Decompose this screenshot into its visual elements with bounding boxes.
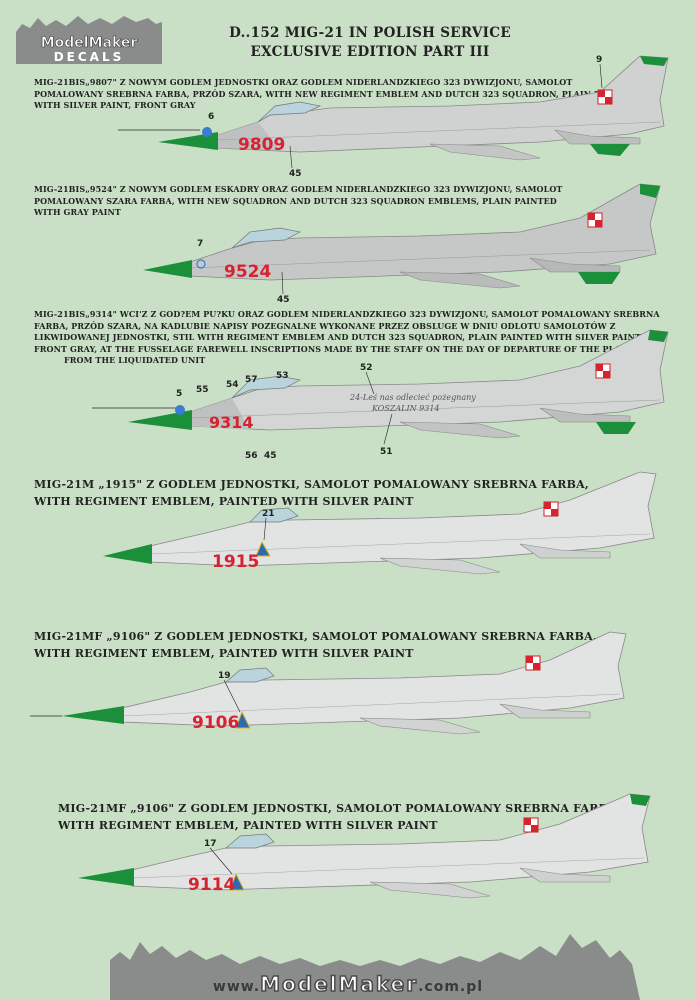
caption-1: MIG-21BIS„9807" Z NOWYM GODLEM JEDNOSTKI… — [34, 77, 674, 112]
regiment-emblem — [202, 127, 212, 137]
polish-checkerboard-insignia — [597, 89, 613, 105]
title-line-2: EXCLUSIVE EDITION PART III — [250, 44, 490, 60]
website-url[interactable]: www.ModelMaker.com.pl — [0, 971, 696, 997]
url-brand: ModelMaker — [259, 971, 419, 997]
caption-6-line: MIG-21MF „9106" Z GODLEM JEDNOSTKI, SAMO… — [58, 802, 621, 815]
nose-cone — [78, 868, 134, 886]
nose-cone — [143, 260, 192, 278]
callout-6: 6 — [208, 112, 214, 122]
serial-number: 9314 — [209, 413, 254, 432]
polish-checkerboard-insignia — [595, 363, 611, 379]
caption-4-line: MIG-21M „1915" Z GODLEM JEDNOSTKI, SAMOL… — [34, 478, 589, 491]
logo-line1: ModelMaker — [41, 35, 138, 51]
caption-6: MIG-21MF „9106" Z GODLEM JEDNOSTKI, SAMO… — [58, 800, 678, 834]
url-prefix: www. — [212, 979, 261, 995]
callout-45: 45 — [277, 295, 290, 305]
caption-2: MIG-21BIS„9524" Z NOWYM GODLEM ESKADRY O… — [34, 184, 674, 219]
fin-tip — [648, 330, 668, 342]
callout-56: 56 — [245, 451, 258, 461]
serial-number: 9524 — [224, 262, 271, 282]
nose-cone — [128, 410, 192, 430]
callout-51: 51 — [380, 447, 393, 457]
serial-number: 9106 — [192, 713, 239, 733]
caption-3-line: FROM THE LIQUIDATED UNIT — [64, 355, 206, 365]
callout-45: 45 — [264, 451, 277, 461]
fuselage — [121, 631, 627, 735]
caption-1-line: WITH SILVER PAINT, FRONT GRAY — [34, 100, 196, 110]
caption-6-line: WITH REGIMENT EMBLEM, PAINTED WITH SILVE… — [58, 819, 438, 832]
caption-3-line: FARBA, PRZÓD SZARA, NA KADLUBIE NAPISY P… — [34, 320, 616, 331]
ventral-fin — [596, 422, 636, 434]
title-line-1: D..152 MIG-21 IN POLISH SERVICE — [229, 25, 511, 41]
modelmaker-logo: ModelMaker DECALS — [16, 16, 162, 64]
callout-7: 7 — [197, 239, 203, 249]
aircraft-profile-9314: 9314 24-Leś nas odlecieć pożegnany KOSZA… — [92, 329, 669, 461]
regiment-emblem — [255, 540, 271, 557]
caption-2-line: POMALOWANY SZARA FARBA, WITH NEW SQUADRO… — [34, 195, 557, 206]
caption-4: MIG-21M „1915" Z GODLEM JEDNOSTKI, SAMOL… — [34, 476, 674, 510]
fin-tip — [640, 184, 660, 198]
polish-checkerboard-insignia — [523, 817, 539, 833]
callout-5: 5 — [176, 389, 182, 399]
serial-number: 1915 — [212, 552, 259, 572]
caption-5: MIG-21MF „9106" Z GODLEM JEDNOSTKI, SAMO… — [34, 628, 674, 662]
callout-21: 21 — [262, 509, 275, 519]
ventral-fin — [590, 144, 630, 156]
sheet-title: D..152 MIG-21 IN POLISH SERVICE EXCLUSIV… — [190, 24, 550, 62]
squadron-emblem — [196, 259, 206, 269]
callout-45: 45 — [289, 169, 302, 179]
caption-2-line: MIG-21BIS„9524" Z NOWYM GODLEM ESKADRY O… — [34, 184, 563, 194]
ventral-fin — [578, 272, 620, 284]
caption-5-line: WITH REGIMENT EMBLEM, PAINTED WITH SILVE… — [34, 647, 414, 660]
logo-line2: DECALS — [54, 50, 125, 64]
callout-52: 52 — [360, 363, 373, 373]
nose-cone — [158, 132, 218, 150]
polish-checkerboard-insignia — [587, 212, 603, 228]
fuselage — [189, 329, 669, 439]
regiment-emblem — [235, 710, 251, 729]
caption-1-line: POMALOWANY SREBRNA FARBA, PRZÓD SZARA, W… — [34, 88, 637, 99]
serial-number: 9114 — [188, 875, 235, 895]
regiment-emblem — [175, 405, 185, 415]
aircraft-profile-9809: 9809 9 6 45 — [118, 55, 669, 179]
caption-3: MIG-21BIS„9314" WCI'Z Z GOD?EM PU?KU ORA… — [34, 309, 680, 367]
aircraft-profile-9524: 9524 7 45 — [143, 183, 661, 305]
callout-17: 17 — [204, 839, 217, 849]
nose-cone — [103, 544, 152, 564]
caption-2-line: WITH GRAY PAINT — [34, 207, 121, 217]
caption-4-line: WITH REGIMENT EMBLEM, PAINTED WITH SILVE… — [34, 495, 414, 508]
fuselage — [149, 471, 657, 575]
aircraft-profile-1915: 1915 21 — [103, 471, 657, 575]
fuselage — [214, 55, 669, 161]
footer-skyline — [110, 934, 640, 1000]
regiment-emblem — [229, 872, 245, 891]
url-suffix: .com.pl — [418, 979, 484, 995]
caption-3-line: MIG-21BIS„9314" WCI'Z Z GOD?EM PU?KU ORA… — [34, 309, 660, 319]
farewell-inscription: 24-Leś nas odlecieć pożegnany — [349, 393, 476, 402]
nose-cone — [62, 706, 124, 724]
serial-number: 9809 — [238, 135, 285, 155]
caption-1-line: MIG-21BIS„9807" Z NOWYM GODLEM JEDNOSTKI… — [34, 77, 573, 87]
aircraft-profile-9106: 9106 19 — [30, 631, 627, 735]
polish-checkerboard-insignia — [543, 501, 559, 517]
callout-55: 55 — [196, 385, 209, 395]
fin-tip — [640, 56, 668, 66]
polish-checkerboard-insignia — [525, 655, 541, 671]
fin-tip — [630, 794, 650, 806]
callout-9: 9 — [596, 55, 602, 65]
caption-5-line: MIG-21MF „9106" Z GODLEM JEDNOSTKI, SAMO… — [34, 630, 597, 643]
caption-3-line: LIKWIDOWANEJ JEDNOSTKI, STIL WITH REGIME… — [34, 332, 643, 342]
aircraft-profile-9114: 9114 17 — [78, 793, 651, 899]
callout-19: 19 — [218, 671, 231, 681]
callout-57: 57 — [245, 375, 258, 385]
caption-3-line: FRONT GRAY, AT THE FUSSELAGE FAREWELL IN… — [34, 343, 641, 354]
farewell-inscription-city: KOSZALIN 9314 — [371, 404, 440, 413]
callout-54: 54 — [226, 380, 239, 390]
callout-53: 53 — [276, 371, 289, 381]
